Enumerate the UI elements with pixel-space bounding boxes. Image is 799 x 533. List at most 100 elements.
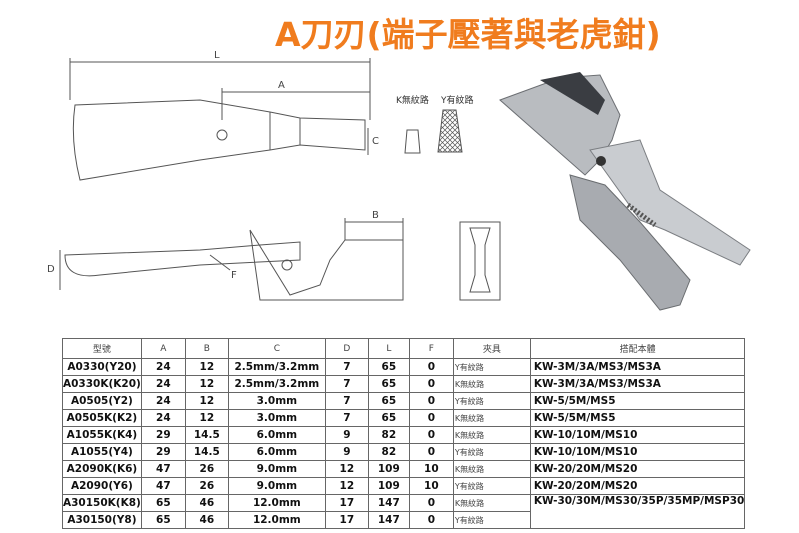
cell-a: 24 [140,358,186,376]
header-f: F [408,338,454,359]
cell-c: 2.5mm/3.2mm [227,358,326,376]
dimension-c: C [372,136,379,147]
cell-l: 65 [367,358,410,376]
cell-a: 65 [140,511,186,529]
cell-l: 147 [367,511,410,529]
cell-b: 26 [184,477,229,495]
header-a: A [140,338,186,359]
cell-l: 82 [367,426,410,444]
cell-f: 0 [408,443,454,461]
header-body: 搭配本體 [529,338,746,359]
cell-model: A0505K(K2) [62,409,142,427]
cell-c: 2.5mm/3.2mm [227,375,326,393]
cell-d: 17 [324,511,369,529]
cell-clamp: Y有紋路 [452,392,531,410]
cell-l: 65 [367,392,410,410]
dimension-b: B [372,210,379,221]
dimension-f: F [231,270,237,281]
cell-a: 47 [140,460,186,478]
cell-b: 12 [184,392,229,410]
cell-d: 7 [324,358,369,376]
cell-b: 14.5 [184,443,229,461]
cell-b: 26 [184,460,229,478]
cell-l: 82 [367,443,410,461]
cell-body: KW-20/20M/MS20 [529,477,746,495]
cell-a: 24 [140,409,186,427]
cell-d: 7 [324,375,369,393]
cell-f: 0 [408,375,454,393]
cell-b: 46 [184,511,229,529]
cell-clamp: K無紋路 [452,494,531,512]
cell-body: KW-10/10M/MS10 [529,426,746,444]
cell-model: A0330(Y20) [62,358,142,376]
cell-f: 0 [408,511,454,529]
cell-model: A1055(Y4) [62,443,142,461]
cell-b: 12 [184,375,229,393]
cell-l: 109 [367,460,410,478]
cell-model: A0505(Y2) [62,392,142,410]
header-l: L [367,338,410,359]
cell-c: 9.0mm [227,477,326,495]
cell-a: 29 [140,426,186,444]
cell-body: KW-20/20M/MS20 [529,460,746,478]
cell-a: 24 [140,375,186,393]
cell-clamp: K無紋路 [452,375,531,393]
cell-f: 0 [408,409,454,427]
cell-model: A2090K(K6) [62,460,142,478]
cell-body: KW-5/5M/MS5 [529,409,746,427]
cell-clamp: K無紋路 [452,426,531,444]
cell-c: 9.0mm [227,460,326,478]
cell-d: 7 [324,392,369,410]
header-model: 型號 [62,338,142,359]
dimension-d: D [47,264,55,275]
header-d: D [324,338,369,359]
cell-a: 65 [140,494,186,512]
header-c: C [227,338,326,359]
cell-f: 10 [408,460,454,478]
cell-d: 12 [324,477,369,495]
cell-f: 0 [408,358,454,376]
cell-l: 109 [367,477,410,495]
technical-drawing [59,58,751,311]
legend-k-label: K無紋路 [396,96,429,106]
cell-f: 0 [408,392,454,410]
cell-c: 6.0mm [227,443,326,461]
cell-body: KW-3M/3A/MS3/MS3A [529,375,746,393]
page-title: A刀刃(端子壓著與老虎鉗) [275,15,661,54]
cell-body: KW-10/10M/MS10 [529,443,746,461]
cell-model: A2090(Y6) [62,477,142,495]
cell-clamp: K無紋路 [452,409,531,427]
cell-a: 24 [140,392,186,410]
header-b: B [184,338,229,359]
cell-d: 7 [324,409,369,427]
cell-body: KW-30/30M/MS30/35P/35MP/MSP30 [529,494,746,529]
legend-y-label: Y有紋路 [441,96,474,106]
cell-clamp: K無紋路 [452,460,531,478]
cell-b: 14.5 [184,426,229,444]
cell-b: 12 [184,358,229,376]
cell-clamp: Y有紋路 [452,358,531,376]
cell-body: KW-3M/3A/MS3/MS3A [529,358,746,376]
cell-c: 3.0mm [227,409,326,427]
cell-f: 0 [408,494,454,512]
cell-f: 10 [408,477,454,495]
cell-clamp: Y有紋路 [452,477,531,495]
cell-body: KW-5/5M/MS5 [529,392,746,410]
cell-d: 9 [324,426,369,444]
cell-d: 12 [324,460,369,478]
cell-c: 6.0mm [227,426,326,444]
cell-f: 0 [408,426,454,444]
header-clamp: 夾具 [452,338,531,359]
cell-model: A30150(Y8) [62,511,142,529]
cell-model: A0330K(K20) [62,375,142,393]
